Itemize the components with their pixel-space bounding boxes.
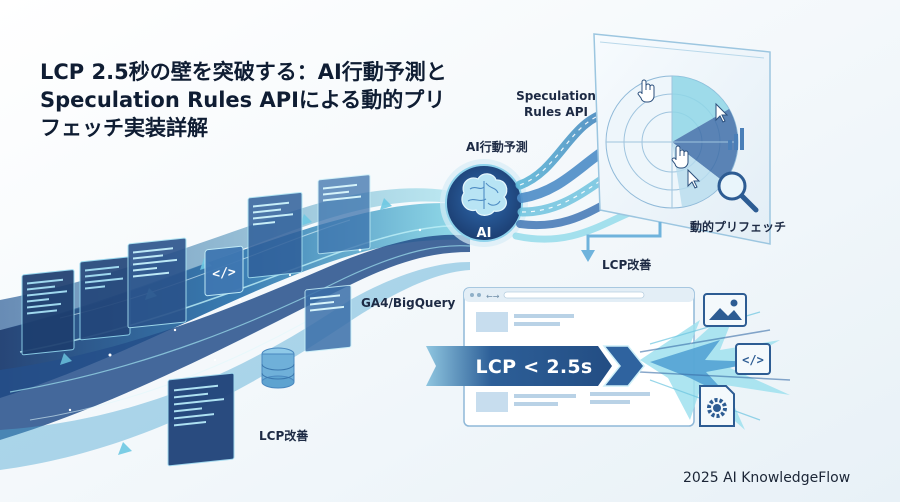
connector-arrowhead xyxy=(581,250,595,262)
stream-arrow-icon xyxy=(118,442,132,455)
hand-cursor-icon xyxy=(671,145,689,169)
prediction-panel xyxy=(593,33,771,245)
cursor-icon xyxy=(715,102,729,123)
footer-credit: 2025 AI KnowledgeFlow xyxy=(683,470,851,486)
code-icon: </> xyxy=(735,343,771,375)
stream-arrow-icon xyxy=(60,353,72,365)
code-card xyxy=(304,284,352,353)
chevron-icon xyxy=(602,345,645,387)
label-dynamic-prefetch: 動的プリフェッチ xyxy=(690,220,787,234)
label-lcp-improvement-right: LCP改善 xyxy=(602,258,652,272)
image-icon xyxy=(703,293,747,327)
svg-text:</>: </> xyxy=(742,353,764,367)
back-forward-icon: ←→ xyxy=(486,292,500,301)
lcp-banner xyxy=(426,345,645,387)
label-ga4-bigquery: GA4/BigQuery xyxy=(361,296,456,310)
code-card xyxy=(79,256,131,341)
code-card xyxy=(21,269,75,356)
gear-icon xyxy=(699,385,735,427)
code-card xyxy=(247,192,303,279)
database-icon xyxy=(261,347,295,389)
brain-icon xyxy=(461,173,508,216)
ai-badge: AI xyxy=(476,226,492,241)
label-ai-prediction: AI行動予測 xyxy=(466,140,528,154)
sparkles xyxy=(68,228,422,412)
page-title: LCP 2.5秒の壁を突破する：AI行動予測とSpeculation Rules… xyxy=(40,60,447,140)
hand-cursor-icon xyxy=(637,79,655,103)
code-card xyxy=(167,372,235,467)
stream-arrow-icon xyxy=(300,214,312,226)
magnifier-icon xyxy=(717,171,759,213)
lcp-banner-text: LCP < 2.5s xyxy=(475,356,593,378)
bar-chart-icon xyxy=(728,128,744,150)
code-card xyxy=(127,237,187,329)
stream-arrow-icon xyxy=(380,198,392,210)
label-speculation-rules: Speculation Rules API xyxy=(516,89,596,119)
connector-arrow xyxy=(586,222,662,252)
code-icon: </> xyxy=(212,265,236,282)
code-cards: </> xyxy=(21,174,371,467)
code-card xyxy=(317,174,371,255)
label-lcp-improvement-left: LCP改善 xyxy=(259,429,309,443)
cursor-icon xyxy=(687,168,701,189)
code-card: </> xyxy=(204,245,244,297)
